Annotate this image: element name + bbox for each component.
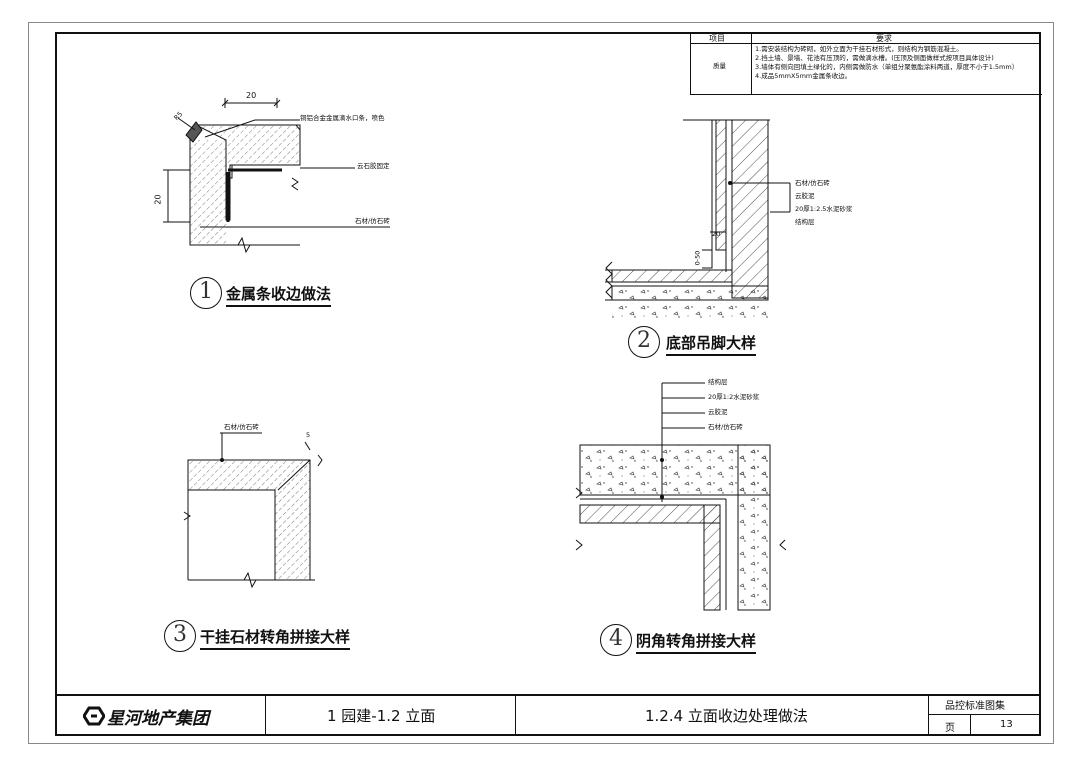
d1-note-metal: 铜铝合金金属滴水口条，喷色	[300, 114, 385, 122]
d1-caption: 金属条收边做法	[226, 283, 332, 307]
detail-4-drawing	[575, 382, 787, 611]
req-line-2: 2.挡土墙、景墙、花池有压顶的，需做滴水槽。(压顶及侧面做样式按项目具体设计)	[755, 54, 994, 62]
section-label: 1 园建-1.2 立面	[327, 707, 436, 725]
page-label: 页	[945, 723, 955, 734]
d4-note-1: 结构层	[708, 378, 728, 386]
detail-2-drawing	[605, 119, 791, 320]
drawing-title: 1.2.4 立面收边处理做法	[645, 707, 808, 725]
d3-note-stone: 石材/仿石砖	[224, 423, 259, 431]
detail-1-drawing	[163, 98, 390, 254]
req-line-3: 3.墙体有侧向回填土绿化的，内侧需做防水（单组分聚氨酯涂料两道，厚度不小于1.5…	[755, 63, 1019, 71]
d1-dim-left: 20	[153, 194, 163, 205]
set-name: 品控标准图集	[945, 701, 1005, 712]
d2-note-4: 结构层	[795, 218, 815, 226]
req-row-item: 质量	[713, 62, 726, 70]
sheet-outer-border	[28, 22, 1054, 744]
title-divider-4	[928, 714, 1041, 715]
detail-3-drawing	[183, 432, 323, 589]
title-divider-2	[515, 694, 516, 736]
req-header-divider	[691, 43, 1040, 44]
req-item-column	[691, 32, 752, 94]
d2-dim-0-50: 0-50	[693, 250, 702, 266]
page-number: 13	[1000, 719, 1013, 730]
d1-dim-top: 20	[246, 91, 257, 100]
req-line-1: 1.需安装结构为砖砌，如外立面为干挂石材形式，则结构为钢筋混凝土。	[755, 45, 963, 53]
d4-caption: 阴角转角拼接大样	[636, 630, 757, 654]
d4-note-3: 云胶泥	[708, 408, 728, 416]
d2-caption-number: 2	[628, 326, 660, 358]
d1-note-glue: 云石胶固定	[357, 162, 390, 170]
d1-caption-number: 1	[190, 277, 222, 309]
d2-note-1: 石材/仿石砖	[795, 179, 830, 187]
title-divider-3	[928, 694, 929, 736]
req-header-requirements: 要求	[876, 34, 892, 43]
title-divider-1	[265, 694, 266, 736]
d3-dim-5: 5	[306, 431, 311, 439]
logo-text: 星河地产集团	[107, 709, 209, 729]
d2-note-2: 云胶泥	[795, 192, 815, 200]
d3-caption-number: 3	[164, 620, 196, 652]
title-divider-5	[970, 714, 971, 736]
d3-caption: 干挂石材转角拼接大样	[200, 626, 351, 650]
d2-caption: 底部吊脚大样	[666, 332, 757, 356]
logo-icon	[83, 706, 105, 726]
req-header-item: 项目	[709, 34, 725, 43]
d4-note-4: 石材/仿石砖	[708, 423, 743, 431]
d2-dim-20: 20	[712, 230, 721, 238]
drawing-frame	[55, 32, 1041, 736]
requirements-table: 项目 要求 质量 1.需安装结构为砖砌，如外立面为干挂石材形式，则结构为钢筋混凝…	[690, 32, 1042, 95]
req-line-4: 4.成品5mmX5mm金属条收边。	[755, 72, 852, 80]
d2-note-3: 20厚1:2.5水泥砂浆	[795, 205, 853, 213]
d1-note-stone: 石材/仿石砖	[355, 217, 390, 225]
d4-note-2: 20厚1:2水泥砂浆	[708, 393, 760, 401]
title-block-top-rule	[55, 694, 1041, 696]
title-block: 星河地产集团 1 园建-1.2 立面 1.2.4 立面收边处理做法 品控标准图集…	[55, 694, 1041, 736]
d4-caption-number: 4	[600, 624, 632, 656]
